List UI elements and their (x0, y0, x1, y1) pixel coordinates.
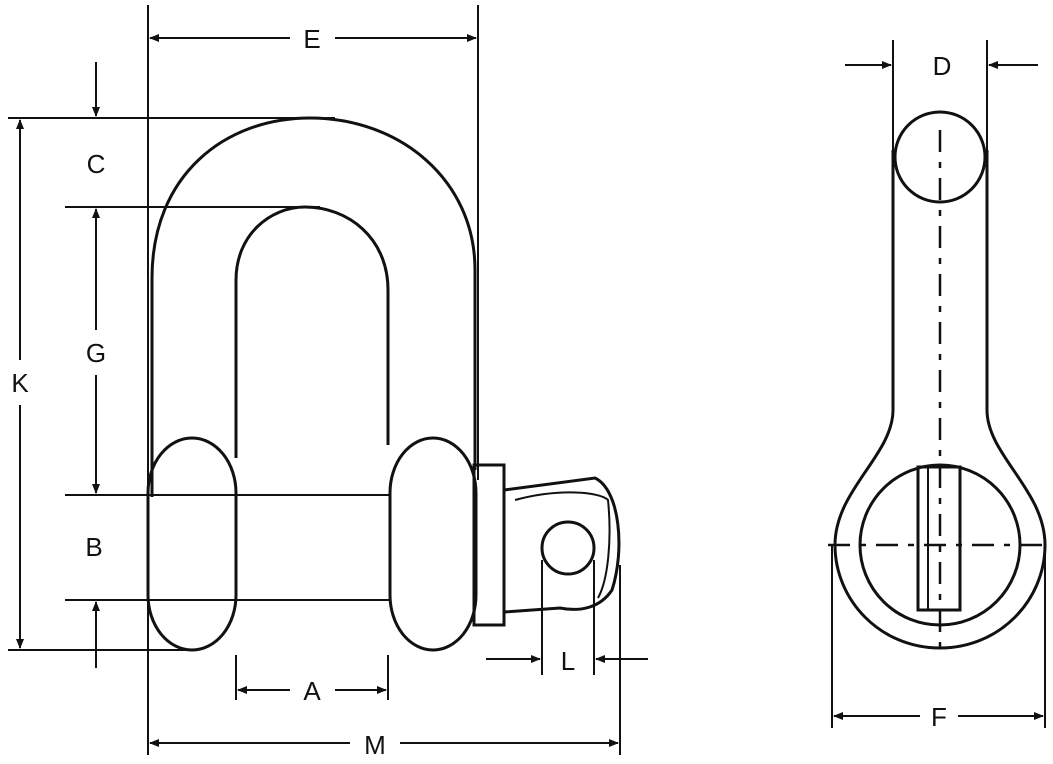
label-b: B (85, 532, 102, 562)
side-pin-slot (916, 465, 962, 612)
shackle-right-eye (388, 436, 478, 652)
label-d: D (933, 51, 952, 81)
front-dimension-lines (8, 5, 648, 755)
shackle-left-eye (146, 436, 238, 652)
label-l: L (561, 646, 575, 676)
label-e: E (303, 24, 320, 54)
label-a: A (303, 676, 321, 706)
side-dimension-lines (831, 40, 1046, 728)
label-k: K (11, 368, 29, 398)
pin-head-hole (540, 520, 596, 576)
pin-head (502, 476, 621, 614)
shackle-bow-inner (234, 205, 390, 458)
label-c: C (87, 149, 106, 179)
side-bow-section (893, 110, 987, 204)
label-g: G (86, 338, 106, 368)
dimension-labels: E C G K B A M L D F (11, 24, 951, 760)
pin-collar (472, 463, 506, 627)
shackle-side-view (828, 110, 1050, 655)
shackle-front-view (146, 116, 621, 652)
label-f: F (931, 702, 947, 732)
label-m: M (364, 730, 386, 760)
